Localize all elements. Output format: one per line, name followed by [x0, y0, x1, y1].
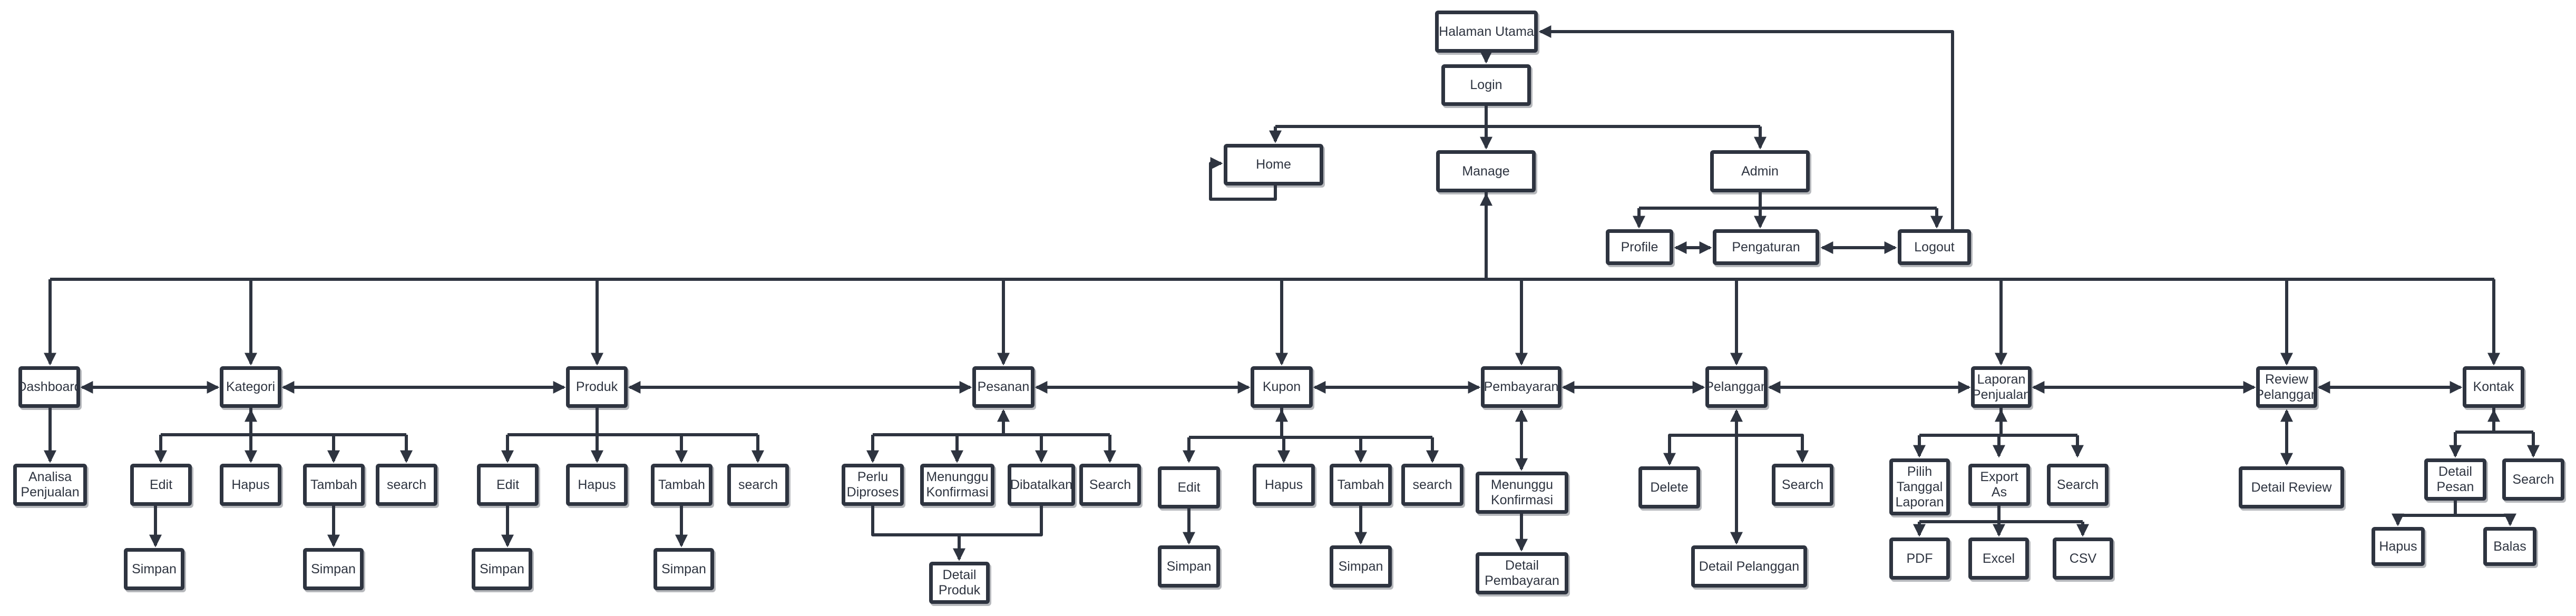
node-produk-edit-simpan: Simpan	[472, 548, 532, 590]
node-kategori-edit-simpan: Simpan	[124, 548, 184, 590]
node-pdf: PDF	[1889, 537, 1950, 580]
node-login: Login	[1441, 64, 1531, 106]
node-kupon-edit-simpan: Simpan	[1158, 545, 1220, 588]
node-kategori-hapus: Hapus	[220, 464, 281, 506]
node-perlu-diproses: Perlu Diproses	[842, 464, 904, 506]
node-pembayaran-menunggu-konfirmasi: Menunggu Konfirmasi	[1476, 472, 1568, 514]
connector	[1209, 157, 1277, 201]
node-laporan-penjualan: Laporan Penjualan	[1971, 366, 2032, 408]
node-balas: Balas	[2483, 527, 2536, 566]
node-produk-tambah-simpan: Simpan	[653, 548, 714, 590]
node-detail-pesan: Detail Pesan	[2424, 458, 2486, 501]
node-admin: Admin	[1710, 150, 1810, 192]
node-kontak: Kontak	[2463, 366, 2524, 408]
node-detail-review: Detail Review	[2239, 466, 2344, 509]
node-review-pelanggan: Review Pelanggan	[2256, 366, 2317, 408]
connector	[871, 506, 1043, 536]
node-menunggu-konfirmasi: Menunggu Konfirmasi	[920, 464, 994, 506]
node-logout: Logout	[1898, 229, 1971, 265]
node-dashboard: Dashboard	[18, 366, 80, 408]
node-produk: Produk	[566, 366, 628, 408]
node-pesanan: Pesanan	[972, 366, 1035, 408]
node-kupon: Kupon	[1251, 366, 1313, 408]
node-kupon-hapus: Hapus	[1253, 464, 1315, 506]
node-kontak-search: Search	[2502, 458, 2564, 501]
node-manage: Manage	[1436, 150, 1536, 192]
node-kupon-tambah-simpan: Simpan	[1330, 545, 1392, 588]
node-dibatalkan: Dibatalkan	[1008, 464, 1075, 506]
node-pengaturan: Pengaturan	[1713, 229, 1819, 265]
node-kategori-search: search	[376, 464, 437, 506]
connector	[1736, 434, 1809, 463]
node-detail-produk: Detail Produk	[929, 562, 990, 604]
node-halaman-utama: Halaman Utama	[1435, 11, 1538, 53]
node-pilih-tanggal-laporan: Pilih Tanggal Laporan	[1889, 458, 1950, 515]
node-home: Home	[1224, 144, 1323, 185]
node-produk-tambah: Tambah	[651, 464, 713, 506]
node-produk-search: search	[727, 464, 789, 506]
node-pelanggan-delete: Delete	[1638, 466, 1700, 509]
node-kategori-edit: Edit	[130, 464, 192, 506]
node-produk-hapus: Hapus	[566, 464, 628, 506]
node-pesanan-search: Search	[1079, 464, 1141, 506]
node-profile: Profile	[1606, 229, 1673, 265]
node-pembayaran: Pembayaran	[1481, 366, 1562, 408]
node-csv: CSV	[2053, 537, 2113, 580]
node-kupon-search: search	[1401, 464, 1463, 506]
connector	[1663, 434, 1736, 466]
node-laporan-search: Search	[2047, 464, 2109, 506]
node-produk-edit: Edit	[477, 464, 539, 506]
connector	[1538, 25, 1954, 229]
node-pelanggan: Pelanggan	[1705, 366, 1768, 408]
node-excel: Excel	[1968, 537, 2029, 580]
node-kategori-tambah: Tambah	[303, 464, 365, 506]
node-detail-pelanggan: Detail Pelanggan	[1691, 545, 1807, 588]
node-pelanggan-search: Search	[1772, 464, 1833, 506]
node-detail-pembayaran: Detail Pembayaran	[1476, 552, 1568, 594]
node-kontak-hapus: Hapus	[2372, 527, 2425, 566]
node-analisa-penjualan: Analisa Penjualan	[13, 464, 87, 506]
node-export-as: Export As	[1968, 464, 2030, 506]
node-kupon-edit: Edit	[1158, 466, 1220, 509]
node-kategori-tambah-simpan: Simpan	[303, 548, 364, 590]
node-kategori: Kategori	[220, 366, 281, 408]
node-kupon-tambah: Tambah	[1330, 464, 1392, 506]
